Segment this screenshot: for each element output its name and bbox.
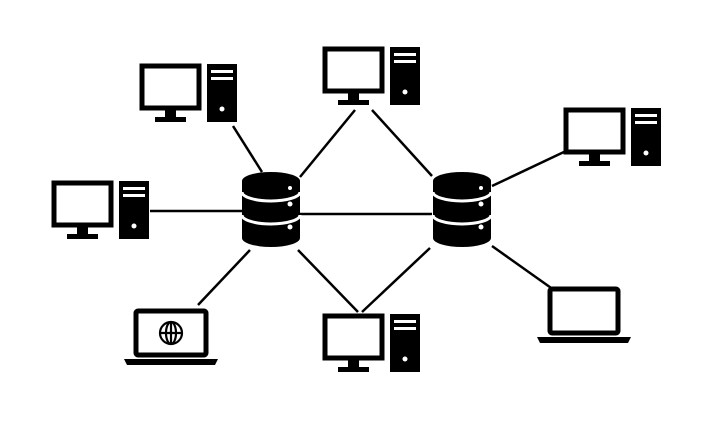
- link-top-center-to-server-left: [299, 109, 356, 178]
- connection-lines: [150, 109, 567, 313]
- link-top-left-to-server-left: [231, 125, 264, 173]
- link-top-right-to-server-right: [491, 149, 567, 188]
- link-laptop-right-to-server-right: [491, 244, 555, 292]
- desktop-top-right-icon: [566, 108, 661, 166]
- globe-icon: [158, 320, 184, 346]
- laptop-icon: [537, 286, 631, 343]
- link-top-center-to-server-right: [371, 109, 433, 177]
- server-right-icon: [431, 170, 493, 249]
- link-bottom-center-to-server-left: [297, 249, 359, 313]
- server-left-icon: [240, 170, 302, 249]
- desktop-top-center-icon: [325, 47, 420, 105]
- laptop-globe-icon: [124, 308, 218, 365]
- desktop-top-left-icon: [142, 64, 237, 122]
- link-laptop-left-to-server-left: [197, 249, 251, 306]
- desktop-bottom-center-icon: [325, 314, 420, 372]
- link-bottom-center-to-server-right: [361, 247, 431, 313]
- desktop-mid-left-icon: [54, 181, 149, 239]
